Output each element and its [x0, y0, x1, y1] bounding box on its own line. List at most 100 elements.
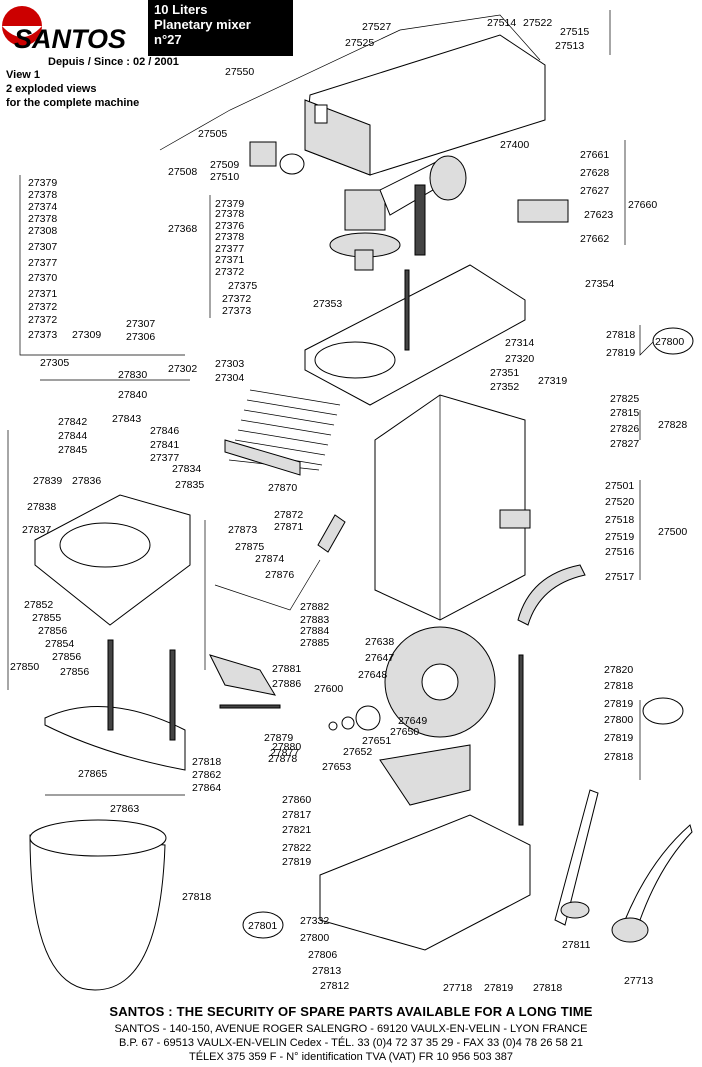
- title-line-1: 10 Liters: [154, 2, 208, 17]
- part-number-label: 27500: [658, 526, 687, 538]
- part-number-label: 27379: [215, 198, 244, 210]
- part-number-label: 27661: [580, 149, 609, 161]
- part-number-label: 27864: [192, 782, 221, 794]
- reference-circles: [242, 327, 694, 939]
- part-number-label: 27627: [580, 185, 609, 197]
- part-number-label: 27352: [490, 381, 519, 393]
- part-number-label: 27373: [28, 329, 57, 341]
- part-number-label: 27835: [175, 479, 204, 491]
- view-line-2: 2 exploded views: [6, 83, 97, 95]
- view-line-1: View 1: [6, 69, 41, 81]
- part-number-label: 27838: [27, 501, 56, 513]
- part-number-label: 27379: [28, 177, 57, 189]
- part-number-label: 27818: [606, 329, 635, 341]
- part-number-label: 27800: [655, 336, 684, 348]
- part-number-label: 27856: [60, 666, 89, 678]
- part-number-label: 27818: [533, 982, 562, 994]
- part-number-label: 27660: [628, 199, 657, 211]
- part-number-label: 27332: [300, 915, 329, 927]
- part-number-label: 27718: [443, 982, 472, 994]
- part-number-label: 27501: [605, 480, 634, 492]
- part-number-label: 27873: [228, 524, 257, 536]
- part-number-label: 27815: [610, 407, 639, 419]
- part-number-label: 27874: [255, 553, 284, 565]
- part-number-label: 27510: [210, 171, 239, 183]
- part-number-label: 27840: [118, 389, 147, 401]
- part-number-label: 27882: [300, 601, 329, 613]
- part-number-label: 27701: [0, 0, 29, 3]
- part-number-label: 27651: [362, 735, 391, 747]
- part-number-label: 27834: [172, 463, 201, 475]
- part-number-label: 27801: [248, 920, 277, 932]
- part-number-label: 27850: [10, 661, 39, 673]
- header: SANTOS 10 Liters Planetary mixer n°27 De…: [0, 0, 702, 110]
- part-number-label: 27519: [605, 531, 634, 543]
- part-number-label: 27880: [272, 741, 301, 753]
- part-number-label: 27819: [604, 732, 633, 744]
- part-number-label: 27377: [215, 243, 244, 255]
- part-number-label: 27375: [228, 280, 257, 292]
- part-number-label: 27400: [500, 139, 529, 151]
- part-number-label: 27550: [225, 66, 254, 78]
- part-number-label: 27883: [300, 614, 329, 626]
- part-number-label: 27372: [28, 314, 57, 326]
- part-number-label: 27372: [28, 301, 57, 313]
- part-number-label: 27649: [398, 715, 427, 727]
- part-number-label: 27872: [274, 509, 303, 521]
- title-box: 10 Liters Planetary mixer n°27: [148, 0, 293, 56]
- part-number-label: 27650: [390, 726, 419, 738]
- part-number-label: 27822: [282, 842, 311, 854]
- part-number-label: 27837: [22, 524, 51, 536]
- part-number-label: 27877: [270, 747, 299, 759]
- part-number-label: 27856: [38, 625, 67, 637]
- part-number-label: 27827: [610, 438, 639, 450]
- part-number-label: 27820: [604, 664, 633, 676]
- parts-drawing: [7, 10, 693, 991]
- part-number-label: 27307: [28, 241, 57, 253]
- part-number-label: 27517: [605, 571, 634, 583]
- part-number-label: 27662: [580, 233, 609, 245]
- part-number-label: 27623: [584, 209, 613, 221]
- part-number-label: 27518: [605, 514, 634, 526]
- part-number-label: 27508: [168, 166, 197, 178]
- part-number-label: 27800: [300, 932, 329, 944]
- part-number-label: 27879: [264, 732, 293, 744]
- part-number-label: 27638: [365, 636, 394, 648]
- part-number-label: 27306: [126, 331, 155, 343]
- part-number-label: 27513: [555, 40, 584, 52]
- part-number-label: 27378: [215, 208, 244, 220]
- address-line-1: SANTOS - 140-150, AVENUE ROGER SALENGRO …: [114, 1023, 588, 1035]
- part-number-label: 27514: [487, 17, 516, 29]
- part-number-label: 27817: [282, 809, 311, 821]
- part-number-label: 27505: [198, 128, 227, 140]
- part-number-label: 27304: [215, 372, 244, 384]
- part-number-label: 27842: [58, 416, 87, 428]
- since-date: Depuis / Since : 02 / 2001: [48, 56, 179, 68]
- part-number-label: 27628: [580, 167, 609, 179]
- part-number-label: 27856: [52, 651, 81, 663]
- title-line-2: Planetary mixer: [154, 17, 251, 32]
- part-number-label: 27320: [505, 353, 534, 365]
- part-number-label: 27826: [610, 423, 639, 435]
- guard-grid-drawing: [224, 389, 341, 476]
- view-line-3: for the complete machine: [6, 97, 140, 109]
- part-number-label: 27836: [72, 475, 101, 487]
- part-number-label: 27522: [523, 17, 552, 29]
- part-number-label: 27373: [222, 305, 251, 317]
- part-number-label: 27839: [33, 475, 62, 487]
- part-number-label: 27871: [274, 521, 303, 533]
- part-number-label: 27302: [168, 363, 197, 375]
- part-number-label: 27870: [268, 482, 297, 494]
- part-number-label: 27648: [358, 669, 387, 681]
- part-number-label: 27509: [210, 159, 239, 171]
- part-number-label: 27884: [300, 625, 329, 637]
- part-number-label: 27377: [150, 452, 179, 464]
- part-number-label: 27819: [282, 856, 311, 868]
- part-number-label: 27818: [182, 891, 211, 903]
- part-number-label: 27878: [268, 753, 297, 765]
- part-number-label: 27378: [28, 189, 57, 201]
- part-number-label: 27652: [343, 746, 372, 758]
- footer: SANTOS : THE SECURITY OF SPARE PARTS AVA…: [0, 1004, 702, 1064]
- part-number-label: 27852: [24, 599, 53, 611]
